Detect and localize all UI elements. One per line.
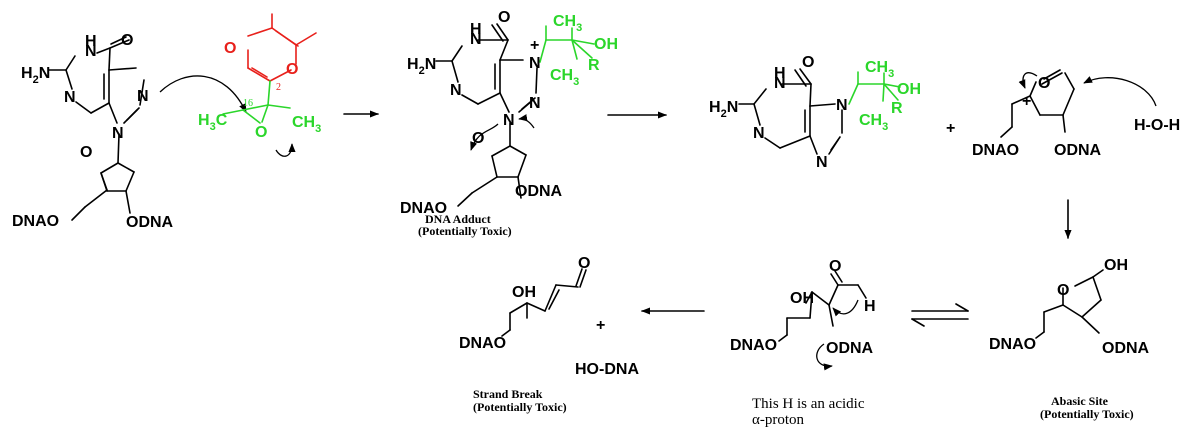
atom-methyl-ch3: CH3: [292, 114, 321, 135]
plus-sign: +: [946, 120, 955, 137]
atom-nitrogen: N: [85, 43, 97, 60]
curly-arrow-water-attack: [1083, 76, 1157, 107]
label-dnao: DNAO: [400, 200, 447, 217]
atom-nitrogen-n7: N: [137, 88, 149, 105]
annotation-acidic-proton-line2: α-proton: [752, 412, 805, 428]
curly-arrow-electron-push: [518, 114, 535, 129]
caption-strand-break-title: Strand Break: [473, 387, 543, 401]
abasic-site: OH O DNAO ODNA Abasic Site (Potentially …: [989, 257, 1150, 421]
caption-dna-adduct-subtitle: (Potentially Toxic): [418, 224, 512, 238]
curly-arrow-enolization: [832, 299, 859, 317]
strand-break-products: O OH DNAO + HO-DNA Strand Break (Potenti…: [459, 255, 639, 414]
atom-nitrogen-n7: N: [529, 55, 541, 72]
atom-methyl-ch3: CH3: [865, 59, 894, 80]
caption-abasic-site-subtitle: (Potentially Toxic): [1040, 407, 1134, 421]
label-odna: ODNA: [826, 340, 874, 357]
atom-nitrogen-n9: N: [112, 125, 124, 142]
caption-dna-adduct-title: DNA Adduct: [425, 212, 491, 226]
atom-r-group: R: [588, 57, 600, 74]
atom-hydroxyl: OH: [594, 36, 618, 53]
atom-nitrogen: N: [529, 95, 541, 112]
plus-sign: +: [596, 317, 605, 334]
label-odna: ODNA: [515, 183, 563, 200]
atom-methyl-h3c: H3C: [198, 112, 228, 133]
dna-adduct: O N H H2N N N + N N O CH3 OH R CH3 DNAO …: [400, 9, 618, 238]
label-dnao: DNAO: [12, 213, 59, 230]
atom-hydroxyl: OH: [512, 284, 536, 301]
atom-nitrogen-n9: N: [503, 112, 515, 129]
atom-nitrogen: N: [450, 82, 462, 99]
atom-nitrogen: N: [774, 75, 786, 92]
atom-epoxide-oxygen: O: [255, 124, 267, 141]
atom-ring-oxygen: O: [1057, 282, 1069, 299]
caption-strand-break-subtitle: (Potentially Toxic): [473, 400, 567, 414]
label-carbon-16: 16: [243, 98, 253, 109]
atom-hydrogen: H: [85, 33, 97, 50]
atom-r-group: R: [891, 100, 903, 117]
label-dnao: DNAO: [989, 336, 1036, 353]
curly-arrow-epoxide-opening: [275, 143, 296, 157]
atom-oxygen: O: [121, 32, 133, 49]
atom-acidic-hydrogen: H: [864, 298, 876, 315]
atom-nitrogen: N: [64, 89, 76, 106]
equilibrium-arrows: [911, 303, 969, 327]
epoxide-reagent: O O 2 16 CH3 H3C O: [198, 13, 321, 157]
atom-amine-h2n: H2N: [709, 99, 738, 120]
annotation-acidic-proton-line1: This H is an acidic: [752, 396, 865, 412]
atom-hydrogen: H: [470, 21, 482, 38]
atom-oxygen: O: [498, 9, 510, 26]
atom-hydroxyl: OH: [790, 290, 814, 307]
positive-charge: +: [1022, 93, 1031, 110]
atom-aldehyde-oxygen: O: [578, 255, 590, 272]
atom-nitrogen: N: [470, 31, 482, 48]
label-odna: ODNA: [126, 214, 174, 231]
open-chain-aldehyde: O OH H DNAO ODNA This H is an acidic α-p…: [730, 258, 876, 428]
atom-nitrogen: N: [753, 125, 765, 142]
atom-methyl-ch3: CH3: [550, 67, 579, 88]
curly-arrow-glycosidic-cleavage: [470, 123, 499, 151]
atom-hydroxyl: OH: [897, 81, 921, 98]
curly-arrow-nucleophilic-attack: [159, 75, 247, 113]
caption-abasic-site-title: Abasic Site: [1051, 394, 1109, 408]
atom-amine-h2n: H2N: [21, 65, 50, 86]
positive-charge: +: [530, 37, 539, 54]
atom-hydrogen: H: [774, 65, 786, 82]
label-carbon-2: 2: [276, 82, 281, 93]
atom-carbonyl-oxygen: O: [224, 40, 236, 57]
atom-nitrogen: N: [816, 154, 828, 171]
label-odna: ODNA: [1102, 340, 1150, 357]
alkylated-guanine-base: O N H H2N N N N CH3 OH R CH3: [709, 54, 921, 171]
atom-amine-h2n: H2N: [407, 56, 436, 77]
label-ho-dna: HO-DNA: [575, 361, 639, 378]
atom-aldehyde-oxygen: O: [829, 258, 841, 275]
atom-hydroxyl: OH: [1104, 257, 1128, 274]
guanine-nucleoside: O N H H2N N N N O DNAO ODNA: [12, 32, 247, 231]
atom-nitrogen-n7: N: [836, 97, 848, 114]
label-odna: ODNA: [1054, 142, 1102, 159]
curly-arrow-ring-opening: [1018, 72, 1038, 89]
atom-oxonium-oxygen: O: [1038, 75, 1050, 92]
label-dnao: DNAO: [972, 142, 1019, 159]
atom-methyl-ch3: CH3: [859, 112, 888, 133]
oxocarbenium-sugar: O + DNAO ODNA H-O-H: [972, 69, 1180, 159]
atom-ring-oxygen: O: [80, 144, 92, 161]
label-water: H-O-H: [1134, 117, 1180, 134]
label-dnao: DNAO: [459, 335, 506, 352]
label-dnao: DNAO: [730, 337, 777, 354]
atom-oxygen: O: [802, 54, 814, 71]
curly-arrow-beta-elimination: [816, 343, 833, 371]
atom-methyl-ch3: CH3: [553, 13, 582, 34]
atom-pyranone-oxygen: O: [286, 61, 298, 78]
